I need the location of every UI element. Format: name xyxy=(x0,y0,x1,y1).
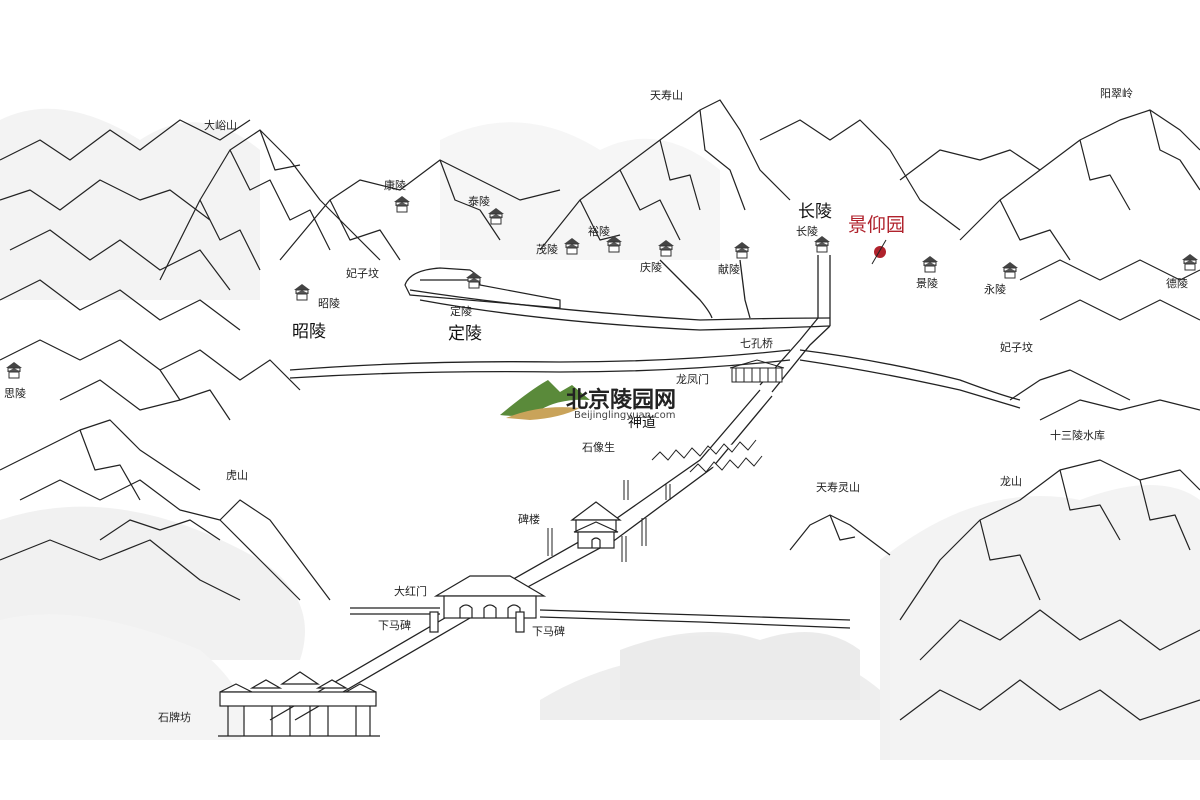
label-dahongmen: 大红门 xyxy=(394,585,427,598)
label-xiamabei-left: 下马碑 xyxy=(378,619,411,632)
tomb-icon-kang xyxy=(393,195,411,213)
tomb-icon-jing xyxy=(921,255,939,273)
label-tai-tomb: 泰陵 xyxy=(468,195,490,208)
tomb-icon-de xyxy=(1181,253,1199,271)
label-beilou: 碑楼 xyxy=(518,513,540,526)
label-feizifen-left: 妃子坟 xyxy=(346,267,379,280)
stele-pavilion xyxy=(570,501,622,549)
label-de-tomb: 德陵 xyxy=(1166,277,1188,290)
logo-subtitle: Beijinglingyuan.com xyxy=(574,410,676,421)
label-zhao-tomb-small: 昭陵 xyxy=(318,297,340,310)
tomb-icon-yong xyxy=(1001,261,1019,279)
tomb-icon-zhao xyxy=(293,283,311,301)
label-qikongqiao: 七孔桥 xyxy=(740,337,773,350)
label-jingyangyuan: 景仰园 xyxy=(848,214,906,236)
label-longfengmen: 龙凤门 xyxy=(676,373,709,386)
label-xian-tomb: 献陵 xyxy=(718,263,740,276)
site-logo: 北京陵园网 Beijinglingyuan.com xyxy=(500,380,710,424)
dahongmen-gate xyxy=(429,575,547,633)
label-si-tomb: 思陵 xyxy=(4,387,26,400)
tomb-icon-xian xyxy=(733,241,751,259)
rivers-and-roads xyxy=(269,255,1021,721)
label-changling-big: 长陵 xyxy=(798,202,832,222)
logo-mark xyxy=(500,380,590,420)
mountain-ranges xyxy=(0,99,1200,721)
label-changling-small: 长陵 xyxy=(796,225,818,238)
label-kang-tomb: 康陵 xyxy=(384,179,406,192)
label-ding-tomb-big: 定陵 xyxy=(448,324,482,344)
label-tianshou-mountain: 天寿山 xyxy=(650,89,683,102)
label-xiamabei-right: 下马碑 xyxy=(532,625,565,638)
ink-wash xyxy=(0,108,1200,760)
label-yangcui-ridge: 阳翠岭 xyxy=(1100,87,1133,100)
tomb-icon-ding xyxy=(465,271,483,289)
label-feizifen-right: 妃子坟 xyxy=(1000,341,1033,354)
label-qing-tomb: 庆陵 xyxy=(640,261,662,274)
jingyangyuan-marker xyxy=(871,239,887,265)
label-zhao-tomb-big: 昭陵 xyxy=(292,322,326,342)
label-ding-tomb-small: 定陵 xyxy=(450,305,472,318)
label-mao-tomb: 茂陵 xyxy=(536,243,558,256)
tomb-icon-si xyxy=(5,361,23,379)
tomb-icon-changling xyxy=(813,235,831,253)
label-hu-mountain: 虎山 xyxy=(226,469,248,482)
label-jing-tomb: 景陵 xyxy=(916,277,938,290)
stone-statues xyxy=(547,439,763,562)
label-tianshouling-mountain: 天寿灵山 xyxy=(816,481,860,494)
label-yu-tomb: 裕陵 xyxy=(588,225,610,238)
shipaifang-archway xyxy=(218,671,380,737)
dingling-enclosure xyxy=(404,267,561,309)
label-dayu-mountain: 大峪山 xyxy=(204,119,237,132)
label-long-mountain: 龙山 xyxy=(1000,475,1022,488)
longfengmen-gate xyxy=(729,359,785,383)
label-yong-tomb: 永陵 xyxy=(984,283,1006,296)
label-shipaifang: 石牌坊 xyxy=(158,711,191,724)
label-shixiangsheng: 石像生 xyxy=(582,441,615,454)
label-reservoir: 十三陵水库 xyxy=(1050,429,1105,442)
logo-title: 北京陵园网 xyxy=(566,388,677,413)
label-shendao: 神道 xyxy=(628,415,656,431)
